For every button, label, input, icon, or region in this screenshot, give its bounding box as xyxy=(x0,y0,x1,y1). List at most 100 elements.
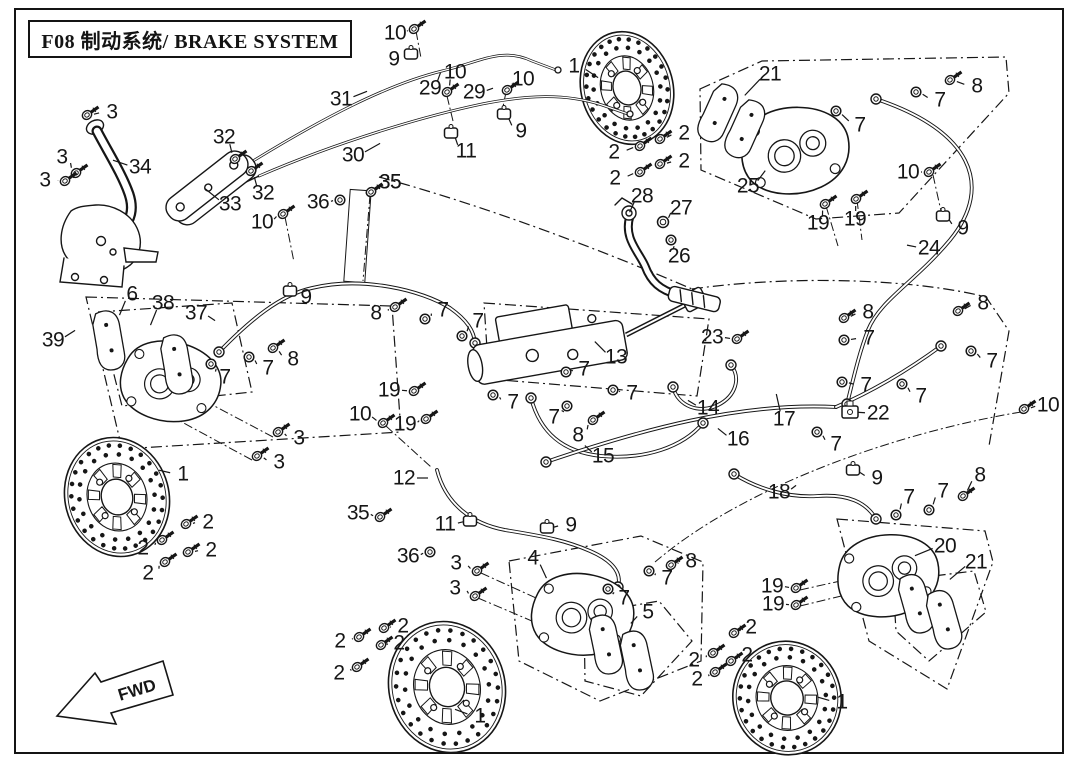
brake-cable xyxy=(251,53,558,163)
brake-hose xyxy=(671,363,738,411)
leader-line xyxy=(93,112,100,115)
clamp-icon xyxy=(496,105,512,120)
callout-9: 9 xyxy=(388,48,399,71)
leader-line xyxy=(612,592,615,595)
callout-2: 2 xyxy=(137,537,148,560)
leader-line xyxy=(914,547,933,557)
callout-8: 8 xyxy=(977,292,988,315)
leader-line xyxy=(486,87,494,91)
callout-3: 3 xyxy=(106,101,117,124)
group-outline xyxy=(691,279,1010,447)
brake-pad xyxy=(697,83,739,143)
brake-disc xyxy=(63,436,171,558)
page-title: F08 制动系统/ BRAKE SYSTEM xyxy=(41,30,339,53)
bolt-icon xyxy=(1018,399,1037,415)
leader-line xyxy=(371,416,377,421)
callout-33: 33 xyxy=(219,193,241,216)
callout-5: 5 xyxy=(642,601,653,624)
construction-line xyxy=(825,205,839,247)
callout-3: 3 xyxy=(450,552,461,575)
construction-line xyxy=(932,174,942,212)
leader-line xyxy=(273,216,277,220)
callout-3: 3 xyxy=(39,169,50,192)
clamp-icon xyxy=(443,124,459,139)
leader-line xyxy=(790,484,797,490)
leader-line xyxy=(585,68,599,79)
callout-36: 36 xyxy=(307,191,329,214)
callout-1: 1 xyxy=(568,55,579,78)
callout-9: 9 xyxy=(515,120,526,143)
group-outline xyxy=(97,302,253,407)
callout-1: 1 xyxy=(177,463,188,486)
brake-pedal xyxy=(614,197,721,313)
leader-line xyxy=(417,420,420,423)
callout-20: 20 xyxy=(934,535,956,558)
construction-line xyxy=(362,194,371,282)
leader-line xyxy=(724,337,731,340)
leader-line xyxy=(539,564,547,579)
bolt-icon xyxy=(420,409,439,425)
construction-line xyxy=(501,91,507,113)
bolt-icon xyxy=(790,595,809,611)
nut-icon xyxy=(923,504,935,516)
callout-28: 28 xyxy=(631,185,653,208)
bolt-icon xyxy=(351,657,370,673)
bolt-icon xyxy=(731,329,750,345)
callout-7: 7 xyxy=(219,366,230,389)
callout-19: 19 xyxy=(762,593,784,616)
construction-line xyxy=(446,95,454,122)
title-box: F08 制动系统/ BRAKE SYSTEM xyxy=(28,20,352,58)
lever-bracket xyxy=(165,150,257,226)
nut-icon xyxy=(487,389,499,401)
callout-3: 3 xyxy=(56,146,67,169)
brake-hose xyxy=(435,468,621,589)
brake-pad xyxy=(897,573,935,634)
callout-2: 2 xyxy=(397,615,408,638)
leader-line xyxy=(406,30,409,32)
construction-line xyxy=(385,425,432,468)
callout-8: 8 xyxy=(370,302,381,325)
callout-31: 31 xyxy=(330,88,352,111)
leader-line xyxy=(263,457,267,461)
callout-30: 30 xyxy=(342,144,364,167)
nut-icon xyxy=(836,376,848,388)
bolt-icon xyxy=(229,149,248,165)
construction-line xyxy=(415,30,422,59)
nut-icon xyxy=(896,378,908,390)
leader-line xyxy=(436,72,441,82)
leader-line xyxy=(584,445,593,453)
callout-2: 2 xyxy=(142,562,153,585)
bolt-icon xyxy=(471,561,490,577)
callout-9: 9 xyxy=(565,514,576,537)
callout-7: 7 xyxy=(854,114,865,137)
callout-22: 22 xyxy=(867,402,889,425)
leader-line xyxy=(112,159,128,166)
leader-line xyxy=(364,142,381,153)
callout-3: 3 xyxy=(293,427,304,450)
leader-line xyxy=(192,522,196,524)
brake-pad xyxy=(160,334,194,395)
leader-line xyxy=(284,433,287,437)
callout-3: 3 xyxy=(273,451,284,474)
callout-2: 2 xyxy=(334,630,345,653)
bolt-icon xyxy=(389,297,408,313)
leader-line xyxy=(457,521,464,524)
callout-7: 7 xyxy=(661,567,672,590)
callout-36: 36 xyxy=(397,545,419,568)
leader-line xyxy=(1030,405,1036,409)
nut-icon xyxy=(838,334,850,346)
leader-line xyxy=(570,369,574,372)
brake-hose xyxy=(217,281,477,354)
leader-line xyxy=(499,397,502,400)
leader-line xyxy=(956,80,965,85)
callout-10: 10 xyxy=(251,211,273,234)
nut-icon xyxy=(830,105,842,117)
leader-line xyxy=(454,708,468,715)
bolt-icon xyxy=(850,189,869,205)
clamp-icon xyxy=(462,512,478,527)
callout-8: 8 xyxy=(974,464,985,487)
bolt-icon xyxy=(707,643,726,659)
callout-2: 2 xyxy=(609,167,620,190)
bolt-icon xyxy=(501,80,520,96)
